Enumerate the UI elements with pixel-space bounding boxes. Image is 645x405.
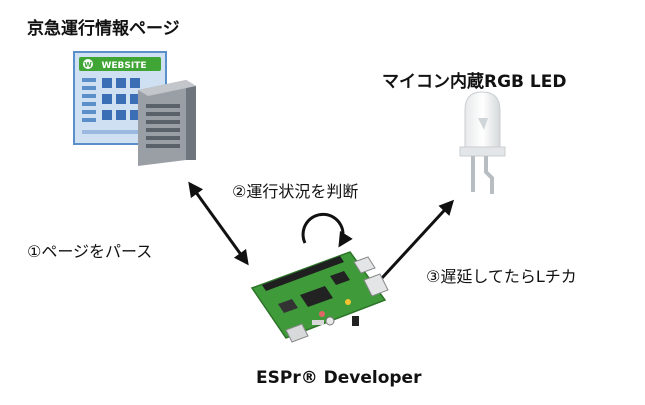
step2-label: ②運行状況を判断 [232, 182, 359, 201]
arrow-parse [188, 181, 249, 266]
board-title: ESPr® Developer [256, 368, 422, 388]
server-icon [138, 80, 196, 166]
step3-label: ③遅延してたらLチカ [426, 267, 577, 286]
website-logo-letter: W [84, 61, 92, 69]
website-title: 京急運行情報ページ [27, 19, 180, 39]
step1-label: ①ページをパース [27, 242, 153, 261]
arrow-blink [380, 199, 455, 280]
board-icon [250, 251, 389, 343]
arrow-judge-loop [301, 212, 353, 248]
led-title: マイコン内蔵RGB LED [382, 72, 567, 92]
led-icon [459, 91, 506, 194]
website-banner-text: WEBSITE [101, 61, 146, 71]
